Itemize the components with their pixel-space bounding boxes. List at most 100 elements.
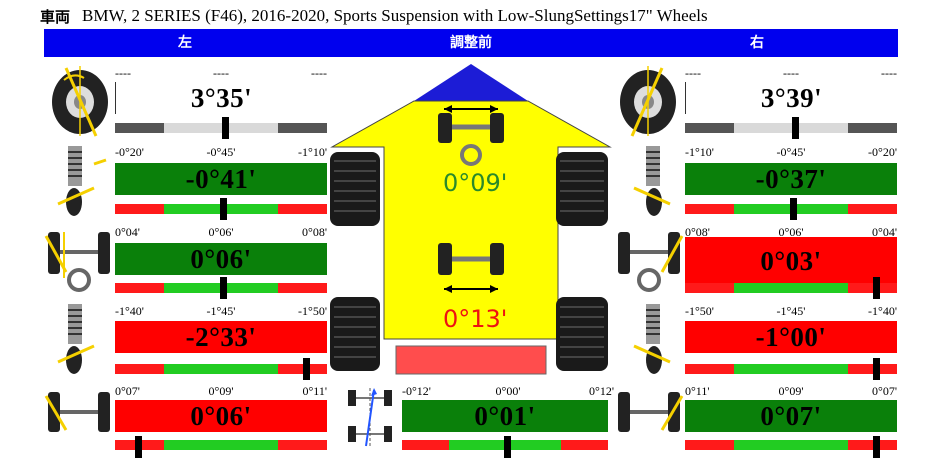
- right-caster-gauge: [685, 123, 897, 133]
- right-front-camber-value-box: -0°37': [685, 163, 897, 195]
- left-front-camber-value-box: -0°41': [115, 163, 327, 195]
- rear-total-toe-value: 0°13': [443, 305, 508, 333]
- tick-max: 0°04': [872, 225, 897, 239]
- camber-icon-right: [614, 142, 684, 216]
- right-front-toe-panel: 0°08' 0°06' 0°04' 0°03': [685, 225, 897, 301]
- rear-camber-icon: [44, 300, 114, 374]
- right-front-camber-value: -0°37': [755, 163, 827, 194]
- right-front-camber-panel: -1°10' -0°45' -0°20' -0°37': [685, 145, 897, 221]
- tick-mid: -0°45': [776, 145, 806, 159]
- rear-toe-icon-right: [614, 384, 684, 444]
- thrust-angle-marker: [504, 436, 512, 458]
- tick-min: -1°40': [115, 304, 144, 318]
- rear-camber-icon-right: [614, 300, 684, 374]
- thrust-angle-value: 0°01': [474, 400, 536, 431]
- left-rear-camber-marker: [302, 358, 310, 380]
- vehicle-label: 車両: [40, 7, 71, 26]
- right-rear-toe-panel: 0°11' 0°09' 0°07' 0°07': [685, 384, 897, 460]
- right-rear-toe-marker: [872, 436, 880, 458]
- right-front-toe-value-box: 0°03': [685, 237, 897, 285]
- header-right: 右: [750, 35, 764, 51]
- left-caster-value: 3°35': [190, 82, 253, 113]
- header-center: 調整前: [450, 35, 492, 51]
- tick-mid: -0°45': [206, 145, 236, 159]
- tick-min: 0°11': [685, 384, 710, 398]
- tick-min: 0°04': [115, 225, 140, 239]
- left-rear-camber-gauge: [115, 364, 327, 374]
- header-bar: 左 調整前 右: [44, 29, 898, 57]
- left-rear-camber-panel: -1°40' -1°45' -1°50' -2°33': [115, 304, 327, 380]
- right-caster-panel: ---- ---- ---- 3°39': [685, 66, 897, 139]
- left-caster-value-box: 3°35': [115, 82, 327, 114]
- tick-max: 0°07': [872, 384, 897, 398]
- left-rear-toe-value: 0°06': [190, 400, 252, 431]
- tick-mid: ----: [783, 66, 799, 80]
- caster-icon: [44, 64, 114, 138]
- tick-max: -0°20': [868, 145, 897, 159]
- right-front-toe-value: 0°03': [760, 245, 822, 276]
- tick-mid: 0°09': [208, 384, 234, 398]
- vehicle-description: BMW, 2 SERIES (F46), 2016-2020, Sports S…: [82, 6, 708, 25]
- tick-min: -1°50': [685, 304, 714, 318]
- left-rear-toe-panel: 0°07' 0°09' 0°11' 0°06': [115, 384, 327, 460]
- rear-toe-icon: [44, 384, 114, 444]
- tick-max: -1°40': [868, 304, 897, 318]
- tick-max: -1°10': [298, 145, 327, 159]
- left-front-toe-value: 0°06': [190, 243, 252, 274]
- left-caster-panel: ---- ---- ---- 3°35': [115, 66, 327, 139]
- tick-min: -0°12': [402, 384, 431, 398]
- left-front-camber-value: -0°41': [185, 163, 257, 194]
- left-rear-toe-marker: [135, 436, 143, 458]
- left-front-toe-panel: 0°04' 0°06' 0°08' 0°06': [115, 225, 327, 301]
- tick-max: -1°50': [298, 304, 327, 318]
- tick-mid: 0°09': [778, 384, 804, 398]
- tick-mid: -1°45': [206, 304, 236, 318]
- right-caster-value: 3°39': [760, 82, 823, 113]
- thrust-angle-value-box: 0°01': [402, 400, 608, 432]
- tick-max: 0°08': [302, 225, 327, 239]
- thrust-icon: [344, 386, 396, 448]
- tick-min: 0°08': [685, 225, 710, 239]
- left-rear-camber-value: -2°33': [185, 321, 257, 352]
- thrust-angle-panel: -0°12' 0°00' 0°12' 0°01': [402, 384, 614, 460]
- tick-max: ----: [881, 66, 897, 80]
- left-front-camber-marker: [220, 198, 228, 220]
- header-left: 左: [178, 35, 192, 51]
- camber-icon: [44, 142, 114, 216]
- right-rear-camber-panel: -1°50' -1°45' -1°40' -1°00': [685, 304, 897, 380]
- tick-min: ----: [115, 66, 131, 80]
- left-caster-gauge: [115, 123, 327, 133]
- right-rear-toe-value-box: 0°07': [685, 400, 897, 432]
- tick-mid: 0°00': [495, 384, 521, 398]
- right-front-toe-gauge: [685, 283, 897, 293]
- left-rear-camber-value-box: -2°33': [115, 321, 327, 353]
- left-caster-marker: [222, 117, 230, 139]
- tick-mid: 0°06': [208, 225, 234, 239]
- tick-min: 0°07': [115, 384, 140, 398]
- right-front-camber-marker: [790, 198, 798, 220]
- tick-max: 0°12': [589, 384, 614, 398]
- car-diagram: 0°09' 0°13': [328, 57, 614, 379]
- tick-min: ----: [685, 66, 701, 80]
- right-caster-value-box: 3°39': [685, 82, 897, 114]
- tick-min: -1°10': [685, 145, 714, 159]
- right-rear-toe-gauge: [685, 440, 897, 450]
- left-front-toe-value-box: 0°06': [115, 243, 327, 275]
- right-rear-camber-value: -1°00': [755, 321, 827, 352]
- left-front-toe-marker: [220, 277, 228, 299]
- tick-min: -0°20': [115, 145, 144, 159]
- tick-mid: 0°06': [778, 225, 804, 239]
- toe-icon: [44, 222, 114, 296]
- toe-icon-right: [614, 222, 684, 296]
- right-front-toe-marker: [872, 277, 880, 299]
- tick-mid: -1°45': [776, 304, 806, 318]
- right-rear-toe-value: 0°07': [760, 400, 822, 431]
- tick-mid: ----: [213, 66, 229, 80]
- caster-icon-right: [614, 64, 684, 138]
- left-rear-toe-gauge: [115, 440, 327, 450]
- tick-max: 0°11': [302, 384, 327, 398]
- right-caster-marker: [792, 117, 800, 139]
- vehicle-info: 車両 BMW, 2 SERIES (F46), 2016-2020, Sport…: [40, 4, 708, 28]
- left-rear-toe-value-box: 0°06': [115, 400, 327, 432]
- tick-max: ----: [311, 66, 327, 80]
